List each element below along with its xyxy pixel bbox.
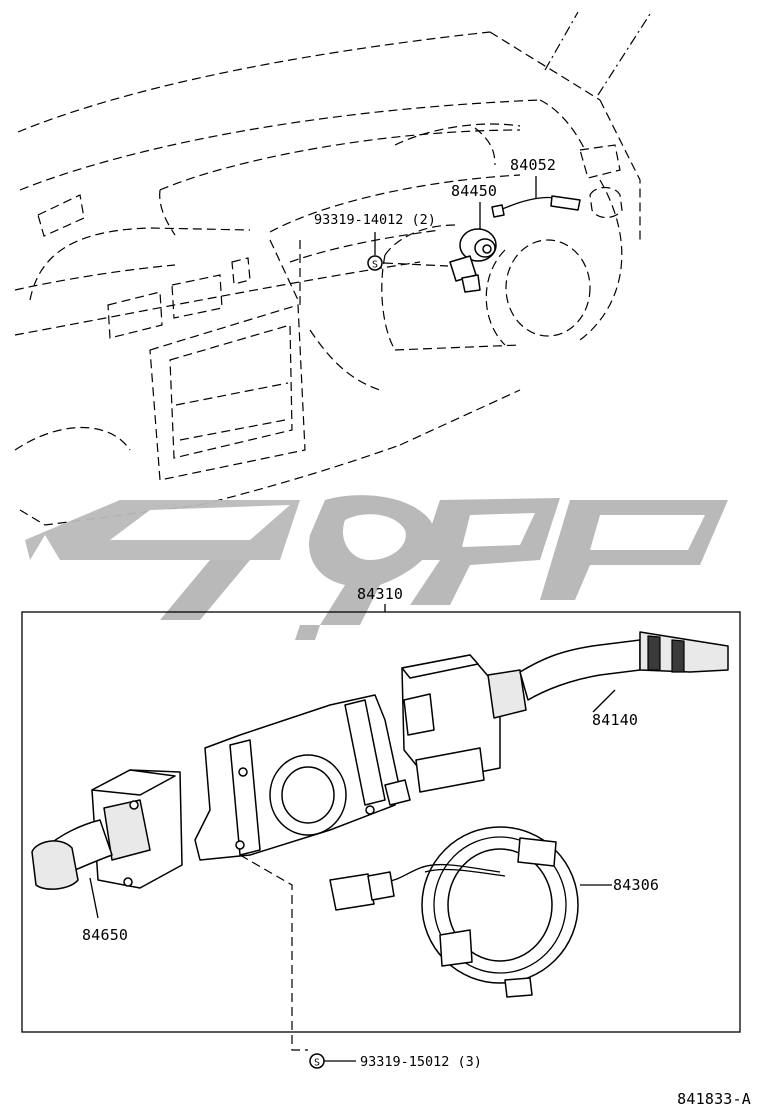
screw-upper-glyph: S bbox=[372, 260, 378, 271]
part-84450-switch bbox=[449, 202, 497, 293]
part-84140-wiper-switch bbox=[401, 631, 729, 793]
part-column-bracket bbox=[194, 694, 411, 861]
screw-lower-symbol: S bbox=[309, 1053, 356, 1069]
dashboard-outline bbox=[14, 11, 651, 526]
callout-84052: 84052 bbox=[510, 156, 556, 174]
part-84306-spiral-cable bbox=[329, 826, 579, 998]
callout-84310: 84310 bbox=[357, 585, 403, 603]
watermark-logo bbox=[25, 495, 728, 640]
leader-84140 bbox=[592, 689, 616, 713]
callout-screw-lower: 93319-15012 (3) bbox=[360, 1054, 482, 1070]
callout-84450: 84450 bbox=[451, 182, 497, 200]
part-84650-turn-switch bbox=[31, 769, 183, 890]
callout-screw-upper: 93319-14012 (2) bbox=[314, 212, 436, 228]
assembly-84310-frame bbox=[21, 611, 741, 1033]
callout-84650: 84650 bbox=[82, 926, 128, 944]
callout-84306: 84306 bbox=[613, 876, 659, 894]
screw-lower-glyph: S bbox=[314, 1058, 320, 1069]
callout-84140: 84140 bbox=[592, 711, 638, 729]
screw-upper-symbol: S bbox=[367, 232, 449, 271]
leader-84650 bbox=[89, 877, 99, 919]
part-84052-harness bbox=[491, 176, 581, 218]
screw-lower-leader bbox=[239, 854, 308, 1051]
figure-code: 841833-A bbox=[677, 1090, 751, 1108]
